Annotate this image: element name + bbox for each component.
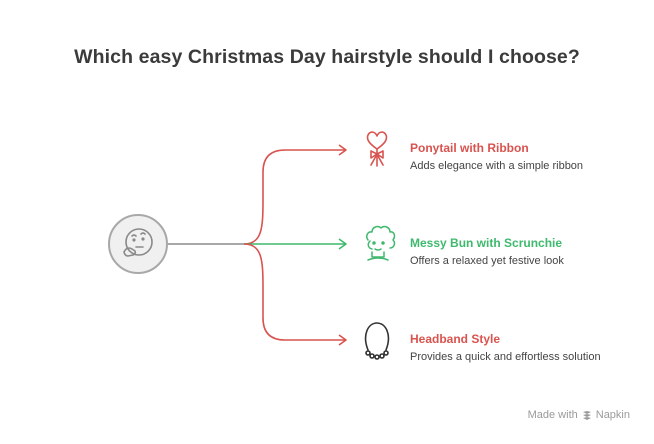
messy-bun-icon — [366, 225, 396, 261]
option-headband-style: Headband Style Provides a quick and effo… — [410, 331, 601, 365]
heart-ribbon-icon — [366, 131, 388, 167]
arrow-head-bottom — [338, 334, 347, 346]
brand-name: Napkin — [595, 409, 630, 421]
arrow-head-middle — [338, 238, 347, 250]
option-title: Messy Bun with Scrunchie — [410, 236, 563, 250]
thinking-face-icon — [123, 228, 153, 257]
arrow-head-top — [338, 144, 347, 156]
page-title: Which easy Christmas Day hairstyle shoul… — [74, 46, 580, 68]
branch-connector-bottom — [243, 243, 345, 341]
root-node — [108, 214, 168, 274]
option-messy-bun-with-scrunchie: Messy Bun with Scrunchie Offers a relaxe… — [410, 235, 564, 269]
option-title: Ponytail with Ribbon — [410, 141, 529, 155]
made-with-label: Made with — [527, 409, 578, 421]
option-title: Headband Style — [410, 332, 501, 346]
option-description: Offers a relaxed yet festive look — [410, 255, 564, 267]
napkin-logo-icon — [582, 410, 591, 420]
option-description: Adds elegance with a simple ribbon — [410, 160, 584, 172]
option-ponytail-with-ribbon: Ponytail with Ribbon Adds elegance with … — [410, 140, 583, 174]
branch-connector-top — [243, 149, 345, 245]
made-with-napkin-link[interactable]: Made with Napkin — [528, 409, 630, 421]
option-description: Provides a quick and effortless solution — [410, 351, 601, 363]
headband-necklace-icon — [364, 322, 390, 360]
